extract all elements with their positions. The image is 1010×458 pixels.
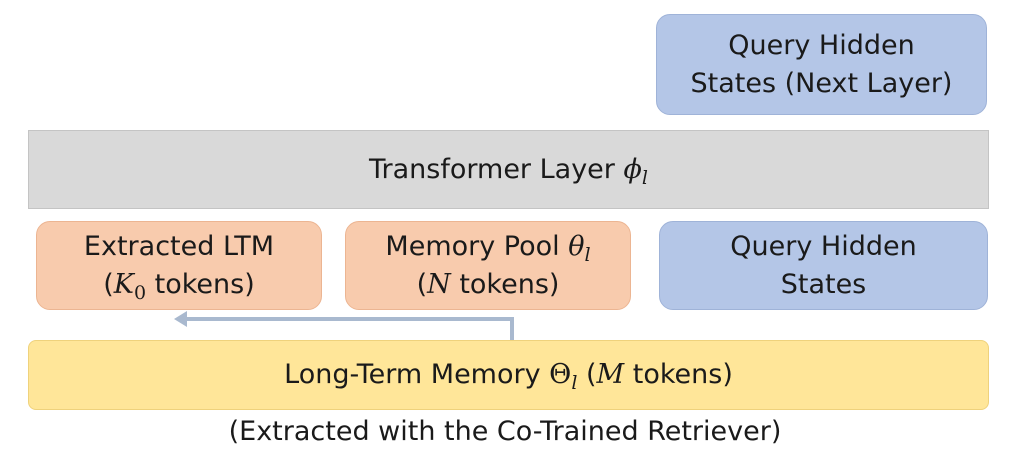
phi-symbol: ϕ (623, 153, 642, 185)
k-symbol: K (113, 268, 134, 300)
memory-pool-box: Memory Pool θl (N tokens) (345, 221, 631, 310)
next-layer-query-box: Query Hidden States (Next Layer) (656, 14, 987, 115)
extracted-ltm-line1: Extracted LTM (83, 230, 275, 262)
memory-pool-line1: Memory Pool θl (385, 228, 590, 266)
long-term-memory-label: Long-Term Memory Θl (M tokens) (284, 356, 733, 394)
retriever-caption: (Extracted with the Co-Trained Retriever… (228, 416, 782, 447)
extracted-ltm-open-paren: ( (103, 268, 114, 300)
query-hidden-states-box: Query Hidden States (659, 221, 988, 310)
big-theta-symbol: Θ (549, 359, 572, 390)
ltm-tokens: tokens) (624, 359, 733, 390)
memory-pool-line2: (N tokens) (417, 266, 560, 304)
theta-symbol: θ (568, 230, 585, 262)
long-term-memory-box: Long-Term Memory Θl (M tokens) (28, 340, 989, 410)
transformer-layer-label: Transformer Layer ϕl (369, 151, 648, 189)
extracted-ltm-box: Extracted LTM (K0 tokens) (36, 221, 322, 310)
theta-subscript: l (584, 243, 591, 266)
transformer-layer-box: Transformer Layer ϕl (28, 130, 989, 209)
m-symbol: M (596, 359, 625, 390)
ltm-open-paren: ( (577, 359, 597, 390)
extracted-ltm-tokens: tokens) (146, 268, 255, 300)
memory-pool-tokens: tokens) (450, 268, 560, 300)
big-theta-subscript: l (571, 372, 578, 394)
next-layer-query-line1: Query Hidden (728, 29, 915, 61)
transformer-layer-text: Transformer Layer (369, 153, 624, 185)
memory-pool-open-paren: ( (416, 268, 428, 300)
n-symbol: N (427, 268, 451, 300)
long-term-memory-text: Long-Term Memory (284, 359, 550, 390)
retrieval-arrow-line (182, 317, 514, 342)
retrieval-arrow-head (174, 311, 187, 327)
k-subscript: 0 (133, 281, 147, 304)
query-hidden-states-line1: Query Hidden (730, 230, 917, 262)
query-hidden-states-line2: States (780, 268, 867, 300)
memory-pool-text: Memory Pool (385, 230, 569, 262)
phi-subscript: l (641, 166, 648, 189)
next-layer-query-line2: States (Next Layer) (690, 67, 953, 99)
extracted-ltm-line2: (K0 tokens) (103, 266, 255, 304)
